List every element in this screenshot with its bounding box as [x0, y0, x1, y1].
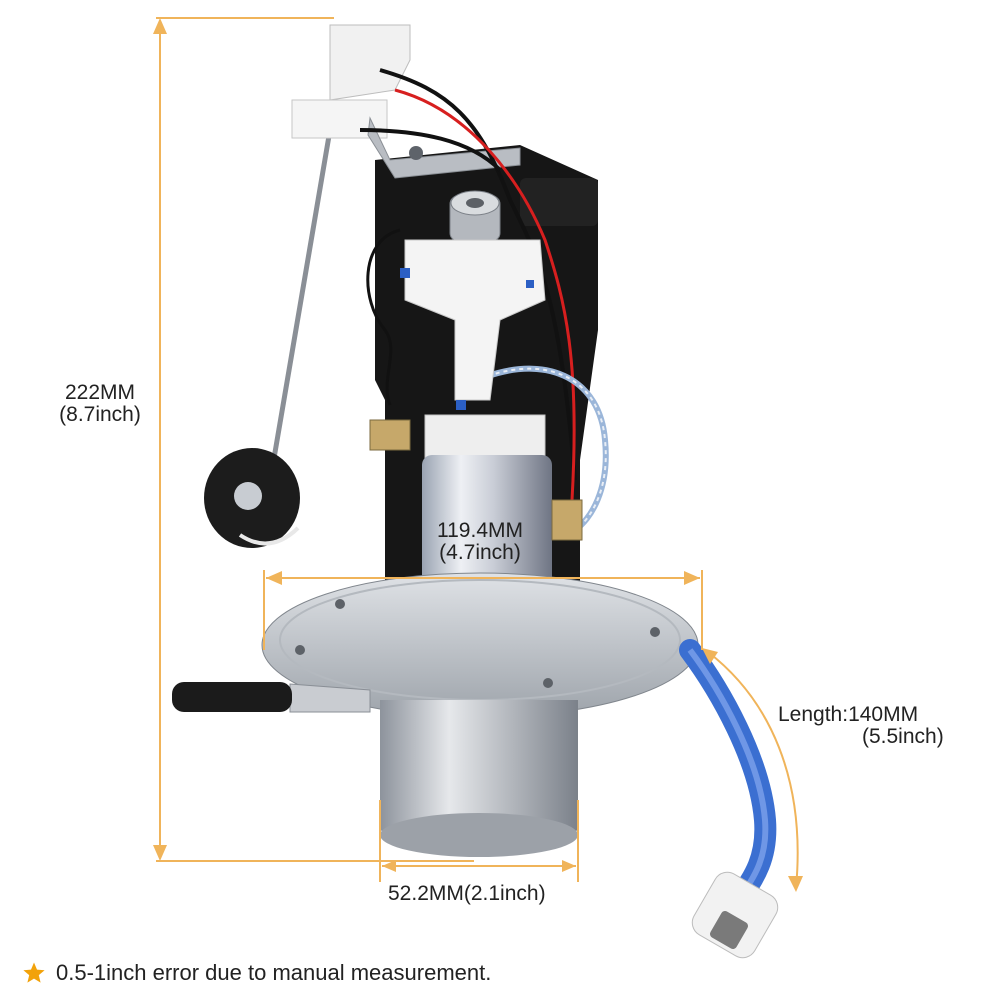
measurement-note: 0.5-1inch error due to manual measuremen… — [22, 960, 491, 986]
outlet-fitting — [449, 190, 501, 242]
height-mm: 222MM — [64, 381, 136, 404]
bottom-dimension — [379, 800, 579, 882]
length-mm: Length:140MM — [778, 703, 919, 726]
bottom-width-label: 52.2MM(2.1inch) — [388, 883, 546, 905]
length-dimension — [702, 648, 803, 892]
bottom-mm: 52.2MM — [388, 882, 464, 905]
star-icon — [23, 962, 45, 983]
dimension-lines — [153, 17, 803, 892]
float-arm — [204, 129, 333, 548]
wiring — [359, 68, 609, 533]
terminals — [369, 419, 583, 541]
note-text: 0.5-1inch error due to manual measuremen… — [56, 960, 492, 985]
height-inch: (8.7inch) — [59, 403, 141, 426]
height-dimension — [153, 17, 474, 862]
width-mm: 119.4MM — [437, 519, 523, 542]
bottom-cup — [380, 700, 578, 857]
sender-bracket — [291, 24, 521, 179]
width-dimension — [263, 570, 703, 650]
height-label: 222MM (8.7inch) — [40, 382, 160, 426]
harness-connector — [691, 871, 779, 959]
length-inch: (5.5inch) — [862, 725, 944, 748]
length-label: Length:140MM (5.5inch) — [778, 704, 944, 748]
width-label: 119.4MM (4.7inch) — [420, 520, 540, 564]
vent-nozzle — [172, 682, 371, 713]
wire-harness — [679, 639, 779, 959]
width-inch: (4.7inch) — [439, 541, 521, 564]
bottom-inch: (2.1inch) — [463, 882, 546, 905]
